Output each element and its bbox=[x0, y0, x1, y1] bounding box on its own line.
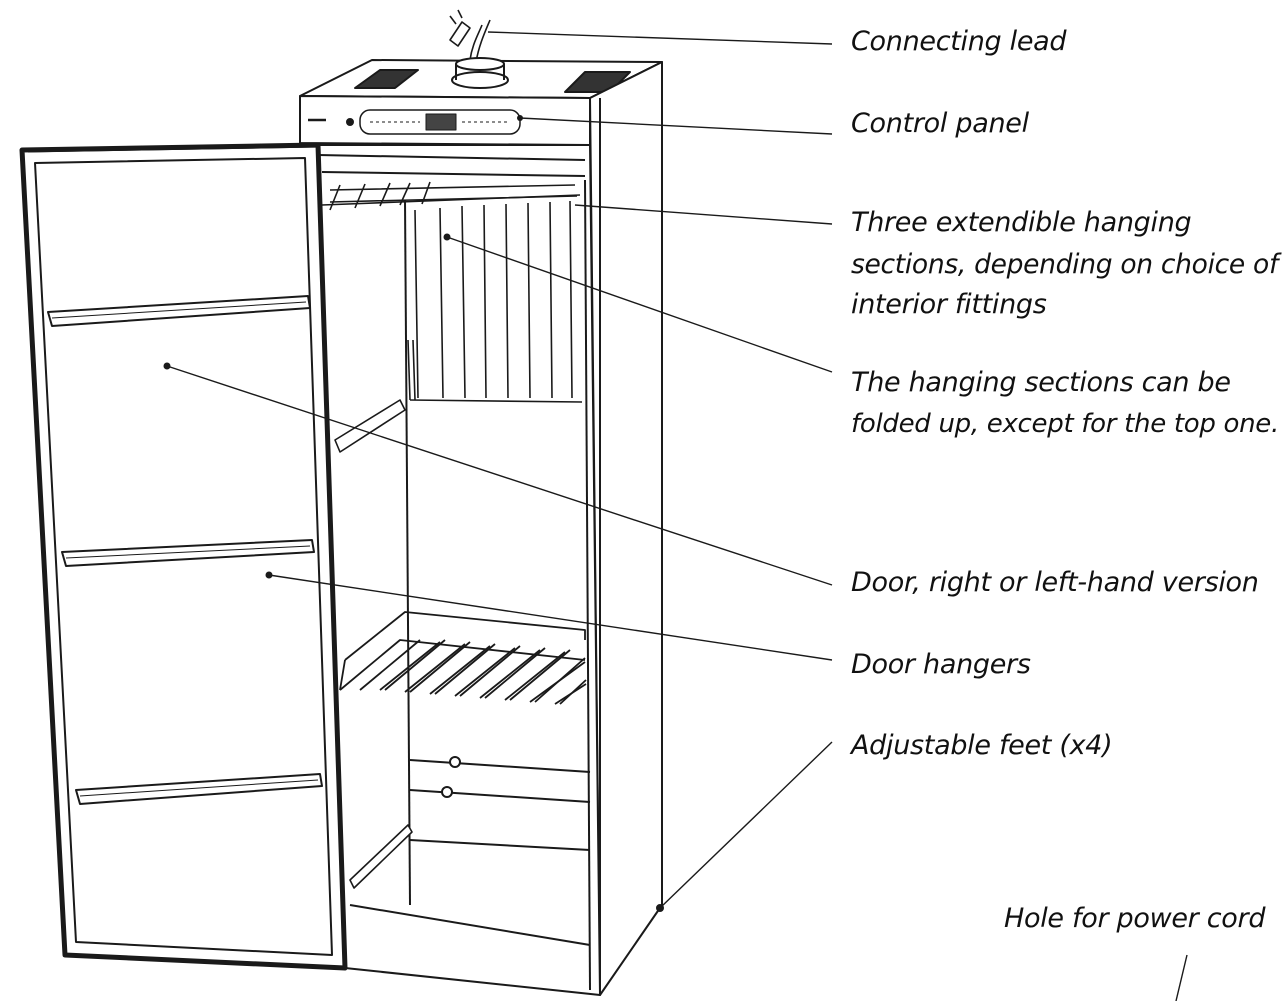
leader-lines bbox=[166, 31, 1188, 1001]
hanging-section-lower bbox=[339, 611, 587, 705]
connecting-lead-plug bbox=[449, 9, 491, 63]
cabinet-interior bbox=[314, 144, 601, 996]
leader-feet bbox=[659, 741, 833, 909]
leader-control-panel bbox=[519, 117, 833, 135]
label-connecting-lead: Connecting lead bbox=[851, 26, 1067, 57]
leader-hanging-sections bbox=[574, 204, 833, 225]
label-hanging-sections-3: interior fittings bbox=[851, 289, 1047, 320]
label-control-panel: Control panel bbox=[851, 108, 1029, 139]
label-hanging-sections-1: Three extendible hanging bbox=[851, 207, 1192, 238]
cabinet-illustration bbox=[19, 9, 664, 996]
label-hole: Hole for power cord bbox=[1004, 903, 1266, 934]
cabinet-top bbox=[299, 57, 663, 99]
door-hangers bbox=[47, 295, 323, 805]
cabinet-side bbox=[589, 61, 664, 996]
label-door: Door, right or left-hand version bbox=[851, 567, 1259, 598]
hanging-section-folded bbox=[334, 399, 406, 453]
label-feet: Adjustable feet (x4) bbox=[851, 730, 1113, 761]
leader-connecting-lead bbox=[487, 31, 833, 45]
leader-door bbox=[166, 365, 833, 586]
label-folded-1: The hanging sections can be bbox=[851, 367, 1231, 398]
label-hanging-sections-2: sections, depending on choice of bbox=[851, 249, 1278, 280]
leader-hole bbox=[1175, 954, 1188, 1001]
hanging-section-bottom bbox=[349, 824, 413, 889]
label-folded-2: folded up, except for the top one. bbox=[851, 409, 1279, 439]
leader-door-hangers bbox=[268, 574, 833, 661]
hanging-section-top bbox=[321, 181, 583, 403]
label-door-hangers: Door hangers bbox=[851, 649, 1031, 680]
control-panel bbox=[299, 95, 591, 146]
leader-folded bbox=[446, 236, 833, 373]
